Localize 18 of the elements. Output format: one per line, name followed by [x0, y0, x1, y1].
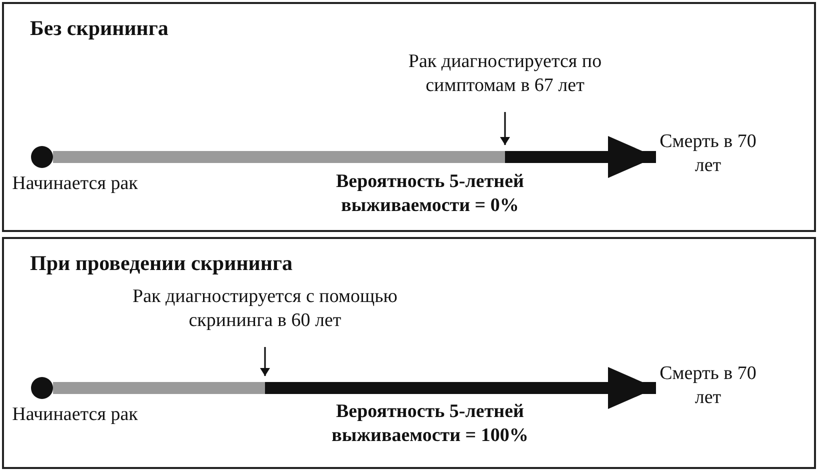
pointer-arrow — [500, 112, 510, 145]
timeline-text: Рак диагностируется с помощью скрининга в 60 лет — [110, 285, 420, 341]
timeline-text: Смерть в 70 лет — [658, 362, 758, 418]
pointer-arrow — [260, 347, 270, 376]
timeline-arrow — [53, 367, 656, 409]
timeline-text: Рак диагностируется по симптомам в 67 лет — [375, 50, 635, 106]
timeline-arrow — [53, 136, 656, 178]
panel-heading: Без скрининга — [30, 16, 168, 41]
survival-note: Вероятность 5-летней выживаемости = 100% — [330, 400, 530, 448]
start-label: Начинается рак — [11, 403, 139, 427]
survival-note: Вероятность 5-летней выживаемости = 0% — [334, 170, 525, 218]
circle-marker — [31, 146, 53, 168]
timeline-text: Смерть в 70 лет — [658, 130, 758, 186]
panel — [2, 2, 816, 232]
start-label: Начинается рак — [11, 172, 139, 196]
circle-marker — [31, 377, 53, 399]
panel — [2, 237, 816, 469]
panel-heading: При проведении скрининга — [30, 251, 293, 276]
